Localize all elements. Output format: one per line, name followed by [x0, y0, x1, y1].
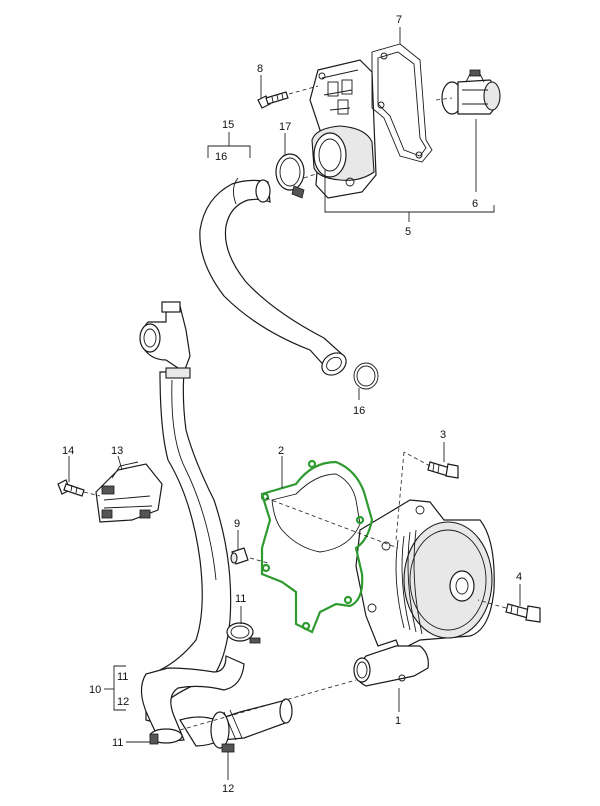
coolant-pipe-left[interactable] [139, 301, 232, 727]
callout-2[interactable]: 2 [278, 445, 284, 457]
callout-10[interactable]: 10 [89, 684, 101, 696]
callout-17[interactable]: 17 [279, 121, 291, 133]
hose-bracket[interactable] [95, 461, 163, 523]
hose-clamp-mid[interactable] [226, 622, 261, 644]
callout-14[interactable]: 14 [62, 445, 74, 457]
callout-6[interactable]: 6 [472, 198, 478, 210]
callout-11-low[interactable]: 11 [112, 737, 123, 749]
hose-clamps-lower[interactable] [149, 711, 235, 753]
o-ring-upper[interactable] [353, 362, 379, 390]
callout-13[interactable]: 13 [111, 445, 123, 457]
callout-11-top[interactable]: 11 [235, 593, 246, 605]
water-pump-gasket[interactable] [260, 459, 374, 634]
callout-9[interactable]: 9 [234, 518, 240, 530]
leader-lines [68, 27, 521, 780]
bolt-bracket[interactable] [57, 479, 85, 497]
callouts: 7 8 15 17 16 6 5 16 3 14 13 2 9 4 11 11 … [62, 14, 522, 795]
thermostat-gasket[interactable] [371, 43, 433, 163]
callout-8[interactable]: 8 [257, 63, 263, 75]
bolt-housing[interactable] [257, 91, 289, 109]
dowel-pin[interactable] [230, 547, 249, 565]
coolant-hose-upper[interactable] [199, 177, 351, 380]
callout-7[interactable]: 7 [396, 14, 402, 26]
water-pump[interactable] [353, 499, 495, 687]
thermostat[interactable] [441, 69, 501, 115]
thermostat-housing[interactable] [309, 59, 377, 199]
callout-12-bracket[interactable]: 12 [117, 696, 129, 708]
callout-12-low[interactable]: 12 [222, 783, 234, 795]
callout-4[interactable]: 4 [516, 571, 522, 583]
callout-15[interactable]: 15 [222, 119, 234, 131]
callout-11-bracket[interactable]: 11 [117, 671, 128, 683]
callout-5[interactable]: 5 [405, 226, 411, 238]
callout-1[interactable]: 1 [395, 715, 401, 727]
hose-clamp-upper[interactable] [275, 153, 305, 199]
callout-16-ring[interactable]: 16 [353, 405, 365, 417]
assembly-lines [179, 97, 507, 731]
bolt-pump-right[interactable] [505, 603, 541, 623]
callout-16-bracket[interactable]: 16 [215, 151, 227, 163]
bolt-pump-top[interactable] [427, 461, 459, 479]
callout-3[interactable]: 3 [440, 429, 446, 441]
